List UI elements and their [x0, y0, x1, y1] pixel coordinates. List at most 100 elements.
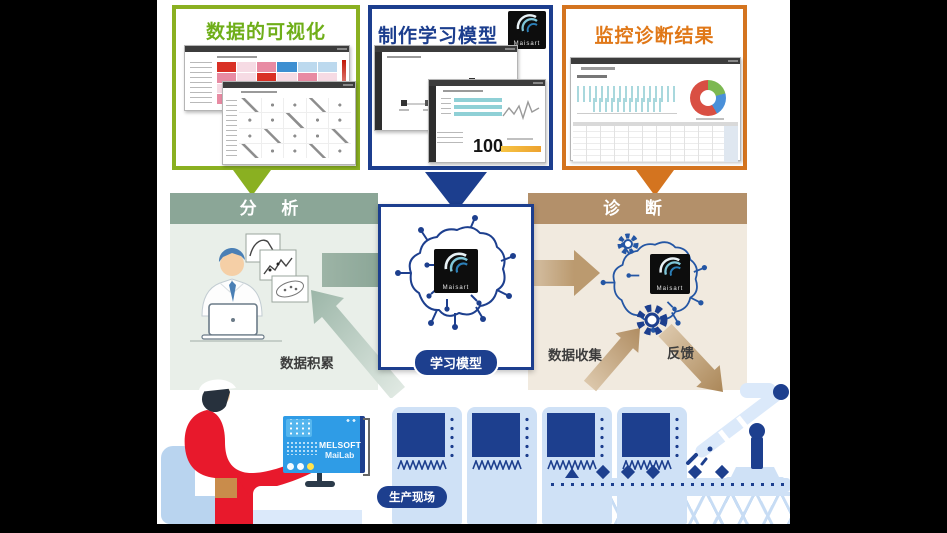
row-labels: [226, 100, 237, 158]
scatter-cell: [306, 128, 329, 143]
heatmap-cell: [317, 62, 337, 72]
conveyor-item: [565, 468, 579, 478]
heatmap-cell: [297, 72, 317, 83]
maisart-logo: Maisart: [434, 249, 478, 293]
heatmap-cell: [217, 72, 237, 83]
content-area: 数据的可视化 制作学习模型 Maisart: [157, 0, 790, 524]
legend-dash: [217, 56, 257, 58]
row-labels: [190, 62, 212, 106]
maisart-swirl-icon: [444, 252, 468, 273]
machine-dots-icon: [450, 415, 454, 457]
learning-model-box: Maisart 学习模型: [378, 204, 534, 377]
toolbar-dash: [581, 67, 615, 70]
heatmap-cell: [277, 72, 297, 83]
field-labels: [441, 98, 451, 114]
scatter-cell: [261, 128, 284, 143]
window-titlebar: [429, 80, 545, 86]
analysis-banner: 分 析: [170, 193, 378, 224]
breadcrumb-dash: [443, 90, 483, 92]
monitor-base: [305, 481, 335, 487]
machine-dots-icon: [600, 415, 604, 457]
led-dots-icon: [345, 419, 357, 422]
scatter-grid: [239, 98, 351, 158]
dot-matrix-icon: [286, 441, 318, 455]
scatter-cell: [239, 128, 261, 143]
scatter-matrix-thumbnail: [222, 81, 356, 165]
scatter-cell: [261, 113, 284, 128]
caption-dash: [507, 138, 533, 140]
heatmap-cell: [257, 62, 277, 72]
highlight-column: [724, 126, 738, 162]
window-titlebar: [223, 82, 355, 88]
modeling-title: 制作学习模型: [378, 26, 499, 47]
window-titlebar: [571, 58, 740, 64]
detail-lines: [437, 132, 463, 146]
machine: [467, 407, 537, 524]
window-titlebar: [185, 46, 349, 52]
diagnosis-banner: 诊 断: [528, 193, 747, 224]
control-panel-icon: [286, 419, 312, 437]
legend-dash: [241, 91, 277, 93]
visualization-title: 数据的可视化: [205, 22, 326, 43]
machine-screen: [622, 413, 670, 457]
site-label: 生产现场: [377, 486, 447, 508]
arrow-data-collection: [583, 328, 640, 392]
scatter-cell: [306, 98, 329, 113]
breadcrumb-dash: [387, 56, 421, 58]
arrow-feedback: [658, 323, 723, 392]
analyst-illustration: [190, 233, 309, 342]
monitor-product: MaiLab: [325, 450, 355, 460]
maisart-logo-text: Maisart: [442, 285, 470, 291]
scatter-cell: [239, 143, 261, 158]
arrow-analysis-to-model: [322, 253, 380, 287]
worker-illustration: [161, 379, 362, 524]
scatter-cell: [329, 113, 351, 128]
teal-bar: [454, 112, 502, 116]
maisart-swirl-icon: [659, 257, 681, 276]
chart-cards: [245, 233, 309, 303]
scatter-cell: [284, 98, 306, 113]
machine-screen: [397, 413, 445, 457]
scatter-cell: [239, 113, 261, 128]
label-feedback: 反馈: [667, 346, 694, 361]
window-titlebar: [375, 46, 517, 52]
scatter-cell: [329, 98, 351, 113]
monitor-stand: [317, 473, 322, 482]
machine-dots-icon: [675, 415, 679, 457]
visualization-box: 数据的可视化: [172, 5, 360, 170]
machine: [542, 407, 612, 524]
scatter-cell: [329, 128, 351, 143]
monitor: MELSOFT MaiLab: [283, 416, 365, 473]
robot-arm-illustration: [686, 383, 789, 483]
machine-dots-icon: [525, 415, 529, 457]
heatmap-cell: [237, 72, 257, 83]
heatmap-cell: [297, 62, 317, 72]
section-title-dash: [577, 75, 607, 78]
donut-caption: [696, 118, 724, 120]
conveyor-dots-icon: [551, 483, 784, 486]
bar-chart-strip: [593, 98, 663, 112]
pointer-green-icon: [233, 170, 271, 196]
analyst-person: [190, 247, 282, 342]
teal-bar: [454, 98, 502, 102]
monitoring-box: 监控诊断结果: [562, 5, 747, 170]
monitor-buttons: [287, 463, 317, 470]
maisart-swirl-icon: [516, 14, 538, 33]
machine-screen: [547, 413, 595, 457]
diagnosis-ai-illustration: Maisart: [590, 228, 720, 353]
teal-bar: [454, 105, 502, 109]
results-table: [573, 122, 738, 162]
model-score-thumbnail: 100: [428, 79, 546, 163]
trend-line-icon: [502, 99, 540, 121]
maisart-logo: Maisart: [508, 11, 546, 49]
heatmap-cell: [277, 62, 297, 72]
heatmap-cell: [217, 62, 237, 72]
modeling-box: 制作学习模型 Maisart: [368, 5, 553, 170]
score-value: 100: [473, 136, 504, 156]
machine: [617, 407, 687, 524]
scatter-cell: [284, 113, 306, 128]
label-data-collection: 数据收集: [548, 348, 602, 363]
maisart-logo-text: Maisart: [513, 41, 541, 47]
sidebar: [375, 52, 382, 130]
